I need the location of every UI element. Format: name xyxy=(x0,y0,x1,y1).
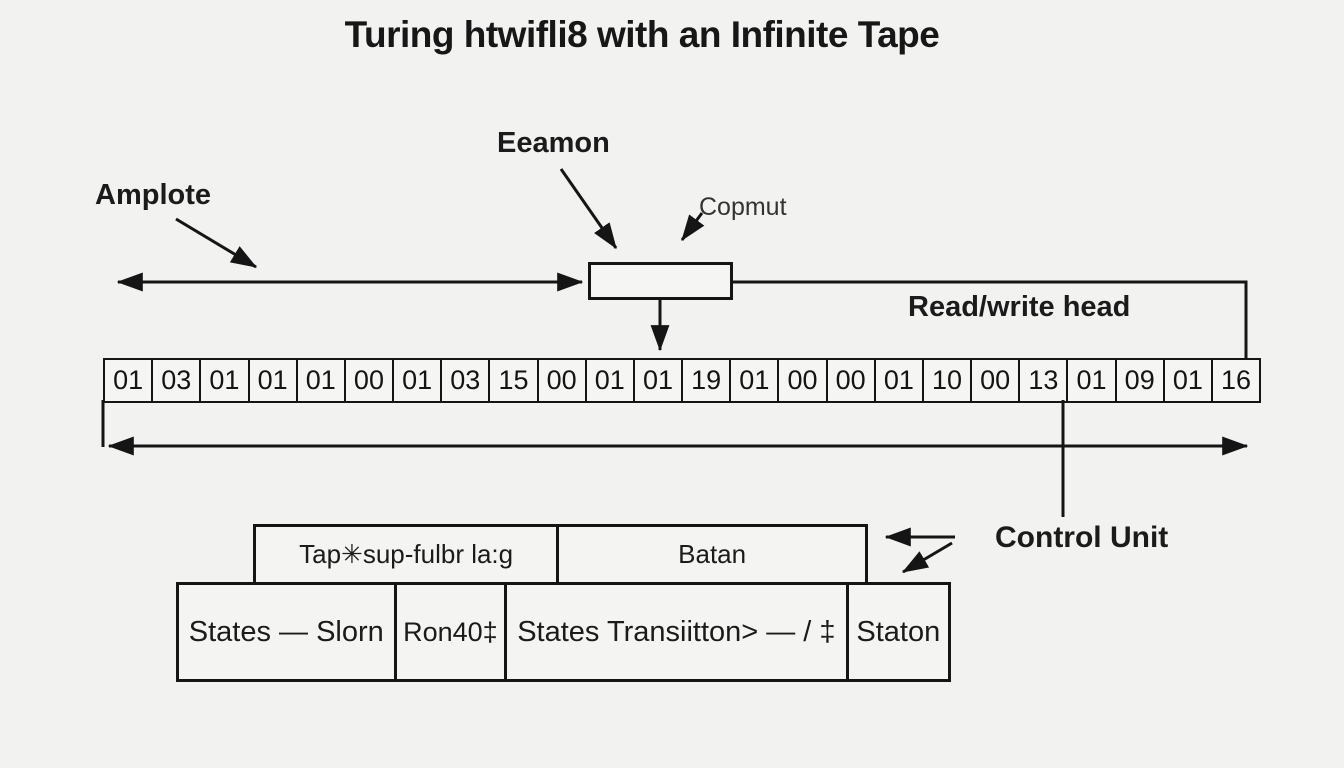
label-copmut: Copmut xyxy=(699,193,787,221)
label-eeamon: Eeamon xyxy=(497,127,610,159)
state-cell-states-transition: States Transiitton> — / ‡ xyxy=(507,585,849,679)
tape-cell: 16 xyxy=(1221,365,1252,395)
tape-cell: 01 xyxy=(1165,360,1213,401)
header-cell-batan: Batan xyxy=(678,539,747,569)
tape-cell: 03 xyxy=(153,360,202,401)
tape-cell: 00 xyxy=(346,360,395,401)
tape: 01 03 01 01 01 00 01 03 15 00 01 01 19 0… xyxy=(103,358,1261,403)
tape-cell: 00 xyxy=(828,360,876,401)
label-amplote: Amplote xyxy=(95,179,211,211)
tape-cell: 03 xyxy=(442,360,491,401)
tape-cell: 01 xyxy=(731,360,780,401)
state-cell-ron40: Ron40‡ xyxy=(397,585,508,679)
tape-cell: 19 xyxy=(683,360,732,401)
state-cell-staton: Staton xyxy=(856,615,941,648)
tape-cell: 00 xyxy=(539,360,587,401)
tape-cell: 01 xyxy=(298,360,346,401)
header-cell-tape-symbol: Tap✳sup-fulbr la:g xyxy=(256,527,560,582)
tape-cell: 13 xyxy=(1020,360,1069,401)
tape-cell: 10 xyxy=(924,360,973,401)
label-control-unit: Control Unit xyxy=(995,521,1169,554)
tape-cell: 01 xyxy=(876,360,924,401)
control-unit-state-table: States — Slorn Ron40‡ States Transiitton… xyxy=(176,582,951,682)
label-read-write-head: Read/write head xyxy=(908,291,1131,323)
amplote-pointer-arrow xyxy=(175,217,258,269)
tape-cell: 15 xyxy=(490,360,539,401)
tape-cell: 01 xyxy=(250,360,298,401)
tape-cell: 01 xyxy=(394,360,443,401)
diagram-title: Turing htwifli8 with an Infinite Tape xyxy=(344,14,940,55)
eeamon-pointer-arrow xyxy=(559,168,618,249)
tape-cell: 01 xyxy=(587,360,635,401)
tape-cell: 01 xyxy=(201,360,250,401)
read-write-head-box xyxy=(588,262,733,300)
tape-cell: 01 xyxy=(1068,360,1117,401)
tape-cell: 00 xyxy=(779,360,828,401)
tape-cell: 01 xyxy=(635,360,684,401)
tape-cell: 09 xyxy=(1117,360,1165,401)
control-unit-header-table: Tap✳sup-fulbr la:g Batan xyxy=(253,524,868,585)
tape-cell: 01 xyxy=(105,360,154,401)
state-cell-states-slorn: States — Slorn xyxy=(179,585,397,679)
control-unit-arrow-diagonal xyxy=(901,541,953,574)
tape-cell: 00 xyxy=(972,360,1021,401)
